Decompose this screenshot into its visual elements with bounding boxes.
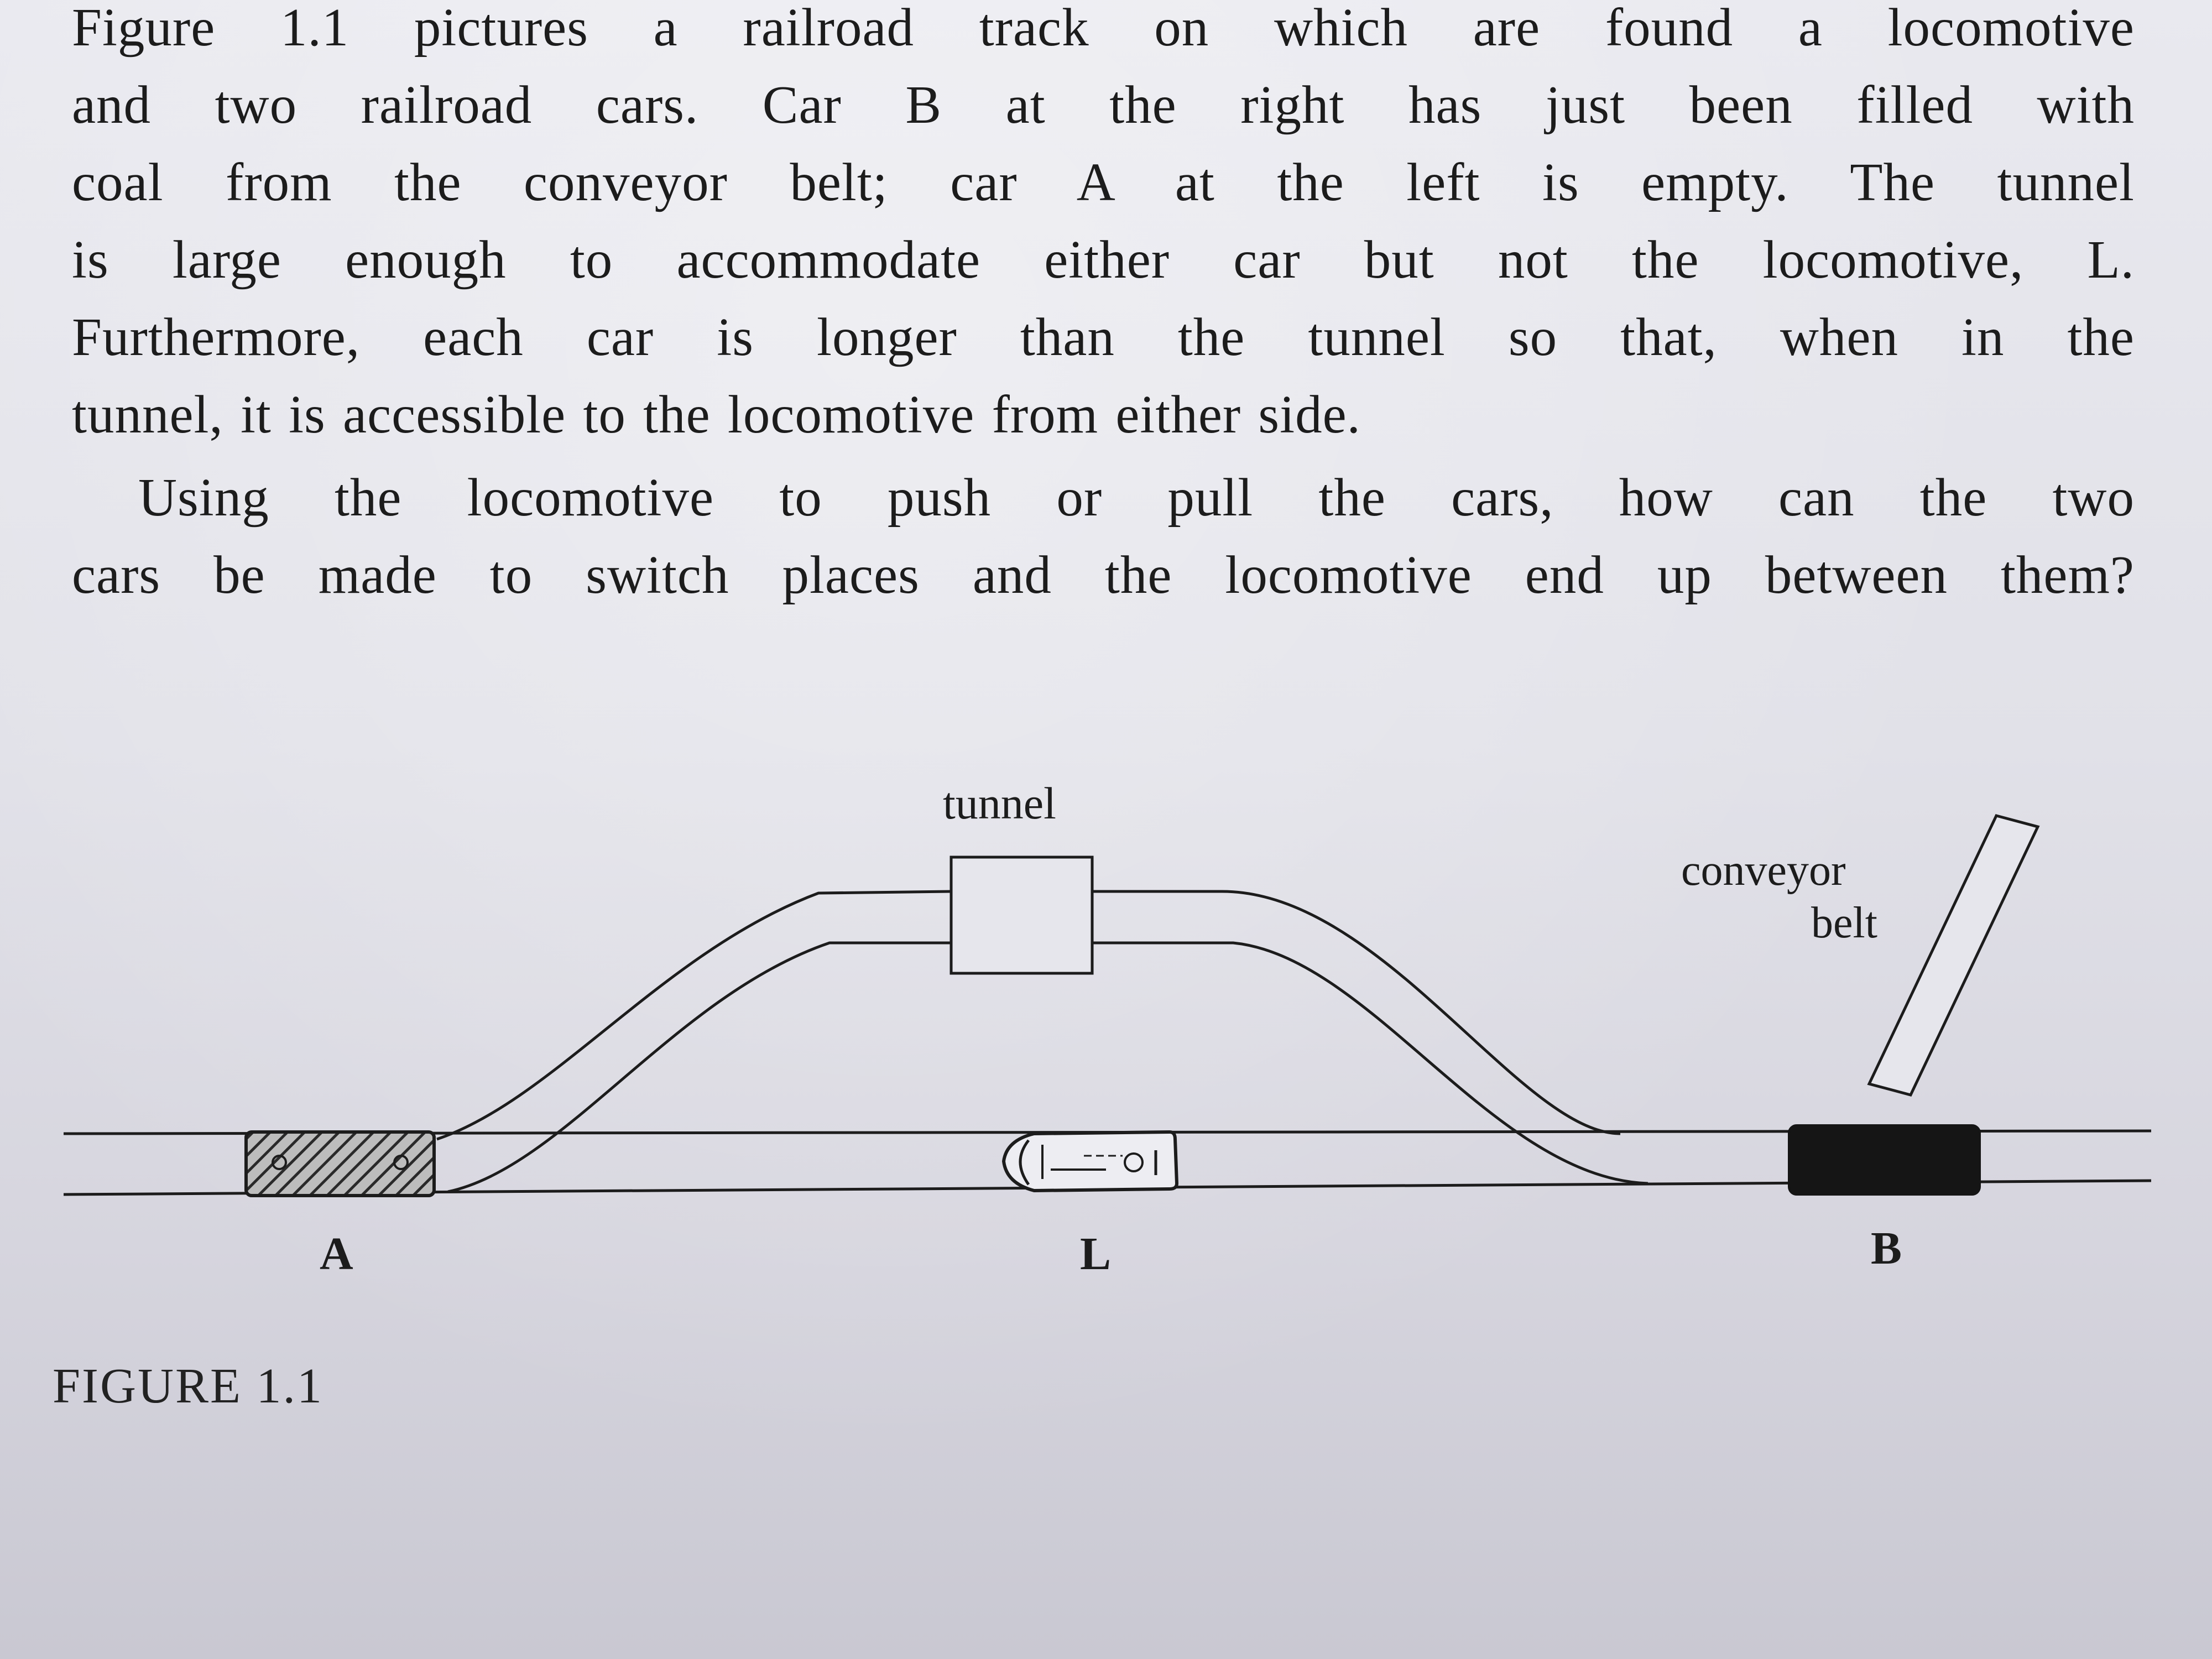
problem-paragraph-2: Using the locomotive to push or pull the… [72,459,2135,614]
text-line: Figure 1.1 pictures a railroad track on … [72,0,2135,57]
text-line: tunnel, it is accessible to the locomoti… [72,385,1361,444]
tunnel [950,855,1094,975]
text-line: cars be made to switch places and the lo… [72,545,2135,604]
conveyor-belt [1867,814,2040,1097]
text-line: Furthermore, each car is longer than the… [72,307,2135,367]
locomotive-wheel-icon [1124,1152,1144,1172]
figure-caption: FIGURE 1.1 [53,1359,324,1413]
siding-inner-rail [447,941,1648,1193]
conveyor-label-line2: belt [1811,899,1877,947]
siding-outer-rail [436,890,1621,1141]
locomotive [1001,1130,1179,1193]
car-a [244,1130,436,1197]
locomotive-cab-icon [1019,1139,1030,1186]
text-line: Using the locomotive to push or pull the… [138,468,2135,527]
car-b [1788,1124,1981,1196]
problem-paragraph-1: Figure 1.1 pictures a railroad track on … [72,0,2135,453]
locomotive-label: L [1080,1228,1111,1280]
conveyor-label-line1: conveyor [1681,846,1846,895]
car-a-label: A [320,1228,353,1280]
tunnel-label: tunnel [943,778,1056,828]
car-a-wheel-icon [272,1155,287,1170]
text-line: is large enough to accommodate either ca… [72,230,2135,289]
car-b-label: B [1871,1223,1902,1274]
railroad-diagram: tunnel conveyor belt A L B [63,778,2152,1280]
text-line: and two railroad cars. Car B at the righ… [72,75,2135,134]
text-line: coal from the conveyor belt; car A at th… [72,153,2135,212]
car-a-wheel-icon [393,1155,409,1170]
